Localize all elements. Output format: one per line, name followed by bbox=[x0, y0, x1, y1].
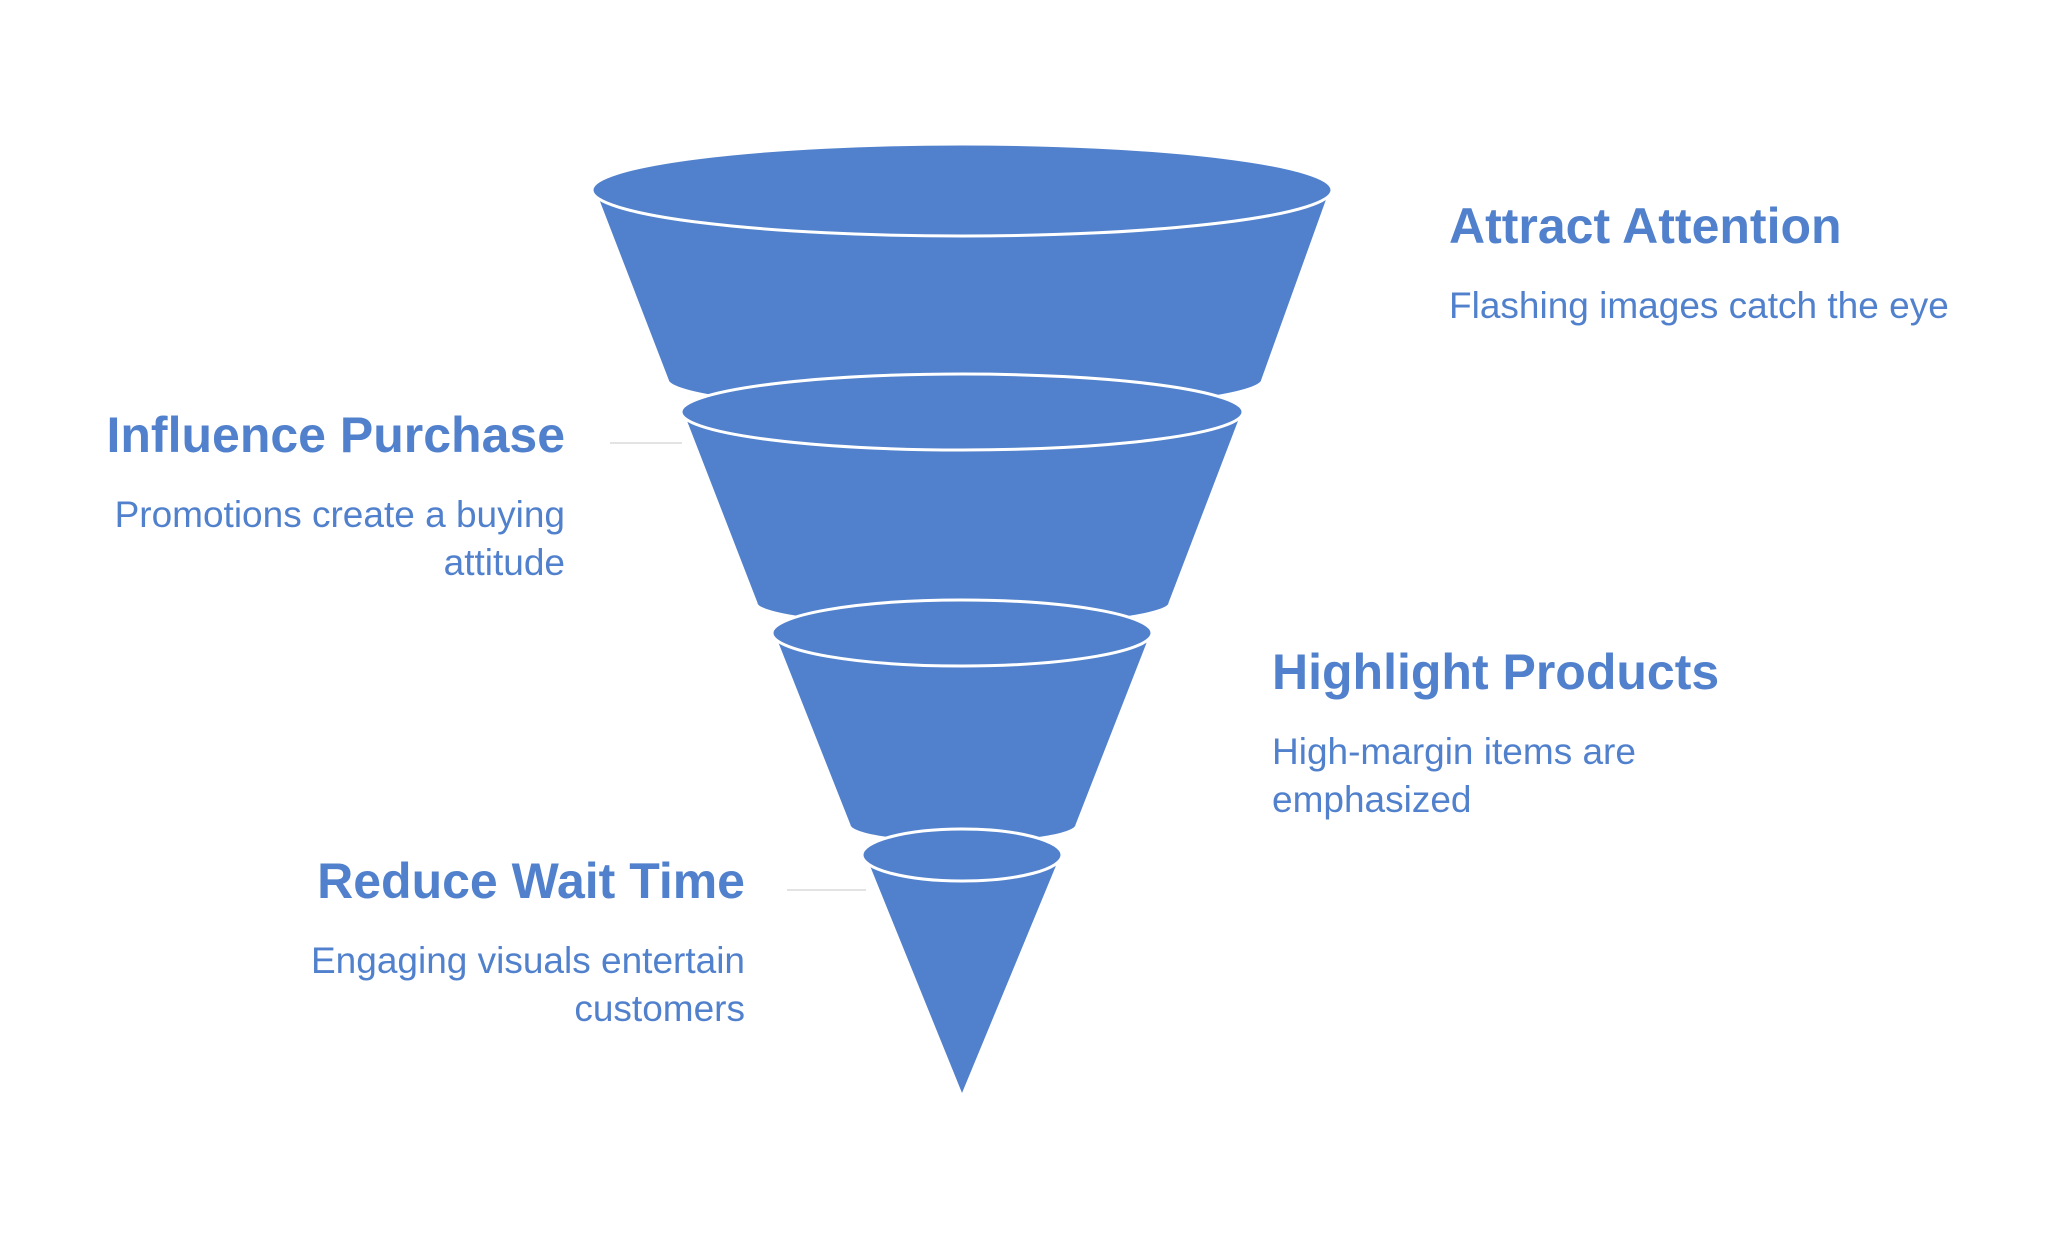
stage-description: Flashing images catch the eye bbox=[1449, 285, 1949, 326]
stage-title: Influence Purchase bbox=[106, 407, 566, 463]
stage-label-1: Attract Attention Flashing images catch … bbox=[1449, 196, 2009, 330]
stage-description: Promotions create a buying attitude bbox=[114, 494, 565, 583]
stage-label-4: Reduce Wait Time Engaging visuals entert… bbox=[240, 851, 745, 1033]
funnel-segment-1 bbox=[590, 142, 1334, 413]
stage-label-3: Highlight Products High-margin items are… bbox=[1272, 642, 1792, 824]
stage-title: Attract Attention bbox=[1449, 198, 1842, 254]
funnel-segment-3 bbox=[770, 598, 1154, 845]
stage-label-2: Influence Purchase Promotions create a b… bbox=[60, 405, 566, 587]
stage-title: Reduce Wait Time bbox=[317, 853, 745, 909]
stage-description: Engaging visuals entertain customers bbox=[310, 940, 745, 1029]
stage-description: High-margin items are emphasized bbox=[1272, 731, 1636, 820]
funnel-segment-2 bbox=[679, 372, 1245, 629]
stage-title: Highlight Products bbox=[1272, 644, 1720, 700]
funnel-segment-4 bbox=[860, 827, 1064, 1099]
